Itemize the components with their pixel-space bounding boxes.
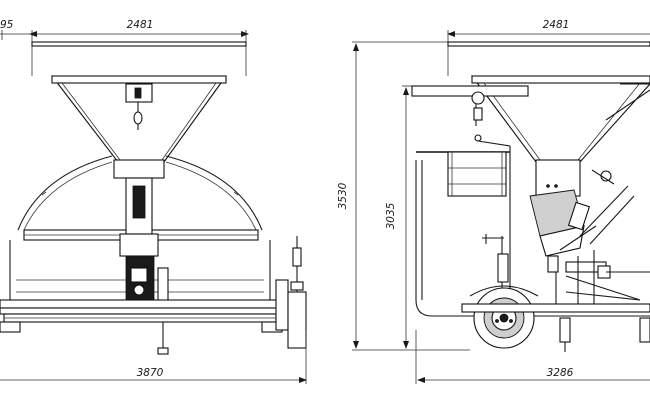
side-wheel xyxy=(469,285,539,349)
side-frame-height-dimension: 3035 xyxy=(385,85,416,349)
front-hopper xyxy=(31,41,247,163)
side-chassis xyxy=(461,303,650,352)
side-hopper xyxy=(447,41,650,163)
side-top-bar xyxy=(411,85,529,147)
front-central-mechanism xyxy=(113,159,169,355)
front-canopy xyxy=(17,155,263,231)
front-top-dimension: 2481 xyxy=(29,19,249,76)
front-chassis xyxy=(0,299,283,333)
side-bottom-length-label: 3286 xyxy=(547,367,574,379)
side-total-height-label: 3530 xyxy=(337,182,349,209)
side-frame-height-label: 3035 xyxy=(385,202,397,229)
side-auger xyxy=(529,159,635,257)
side-jack-stand xyxy=(482,234,509,290)
side-top-dimension: 2481 xyxy=(447,19,650,76)
side-body xyxy=(415,146,520,317)
front-right-wheel xyxy=(275,236,307,349)
side-lower-mechanics xyxy=(547,250,650,312)
side-view: 2481 3530 3035 xyxy=(337,19,650,384)
front-bottom-width-label: 3870 xyxy=(137,367,164,379)
front-view: 2481 95 xyxy=(0,19,307,384)
front-top-width-label: 2481 xyxy=(127,19,154,31)
front-top-left-dimension: 95 xyxy=(0,19,30,40)
front-bottom-dimension: 3870 xyxy=(0,330,307,384)
front-top-left-label: 95 xyxy=(0,19,14,31)
side-bottom-dimension: 3286 xyxy=(415,330,650,384)
side-top-width-label: 2481 xyxy=(543,19,570,31)
